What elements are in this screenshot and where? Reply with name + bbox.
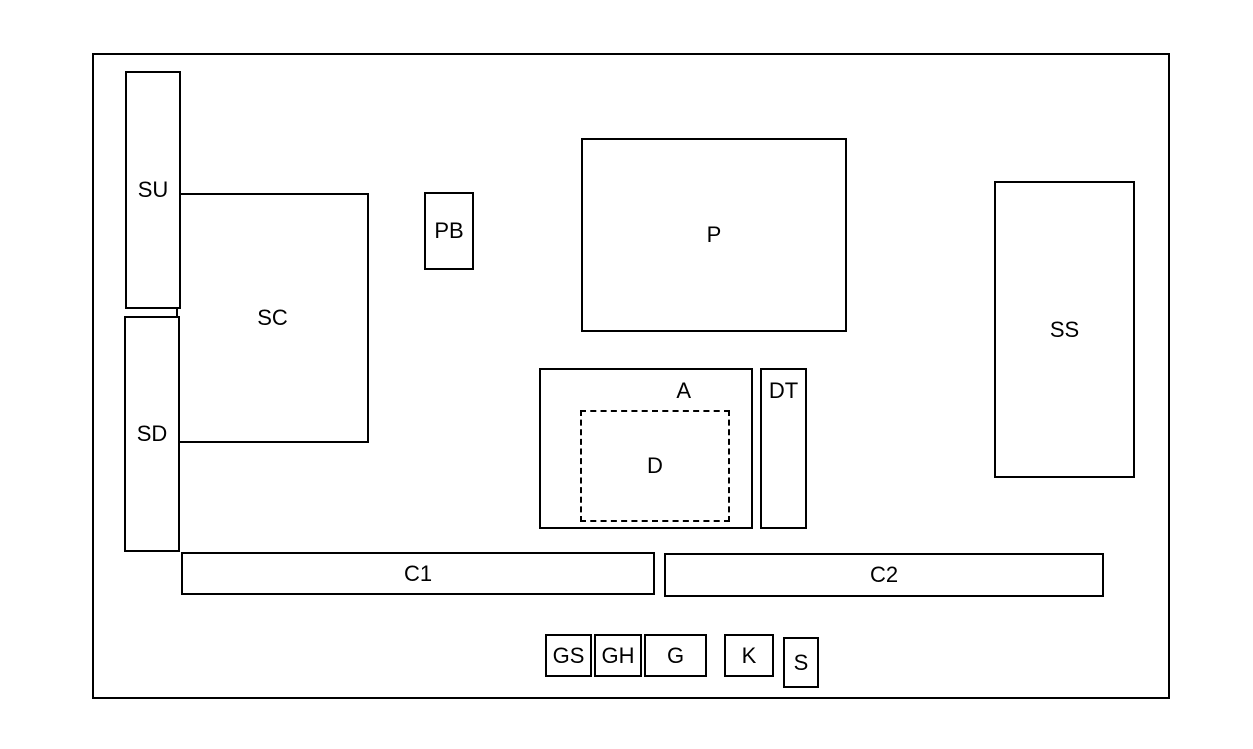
block-gs-label: GS <box>552 642 585 668</box>
block-g: G <box>644 634 707 677</box>
block-c2: C2 <box>664 553 1104 597</box>
block-s-label: S <box>793 649 809 675</box>
block-pb-label: PB <box>434 218 464 243</box>
block-gh-label: GH <box>601 642 635 668</box>
block-a-label: A <box>676 378 691 403</box>
block-c2-label: C2 <box>869 562 899 587</box>
block-p: P <box>581 138 847 332</box>
block-sc: SC <box>176 193 369 443</box>
block-d-label: D <box>647 453 663 478</box>
block-s: S <box>783 637 819 688</box>
block-c1-label: C1 <box>403 560 433 586</box>
block-g-label: G <box>666 642 685 668</box>
block-sd-label: SD <box>136 421 168 446</box>
block-p-label: P <box>706 222 722 247</box>
block-sd: SD <box>124 316 180 552</box>
block-gs: GS <box>545 634 592 677</box>
block-pb: PB <box>424 192 474 270</box>
block-c1: C1 <box>181 552 655 595</box>
block-dt: DT <box>760 368 807 529</box>
block-a: A <box>539 368 753 529</box>
block-k: K <box>724 634 774 677</box>
block-gh: GH <box>594 634 642 677</box>
block-su: SU <box>125 71 181 309</box>
block-d: D <box>580 410 730 522</box>
block-ss-label: SS <box>1049 316 1080 342</box>
block-su-label: SU <box>137 177 169 202</box>
block-ss: SS <box>994 181 1135 478</box>
block-sc-label: SC <box>257 305 288 330</box>
block-dt-label: DT <box>768 378 799 403</box>
block-k-label: K <box>741 642 757 668</box>
